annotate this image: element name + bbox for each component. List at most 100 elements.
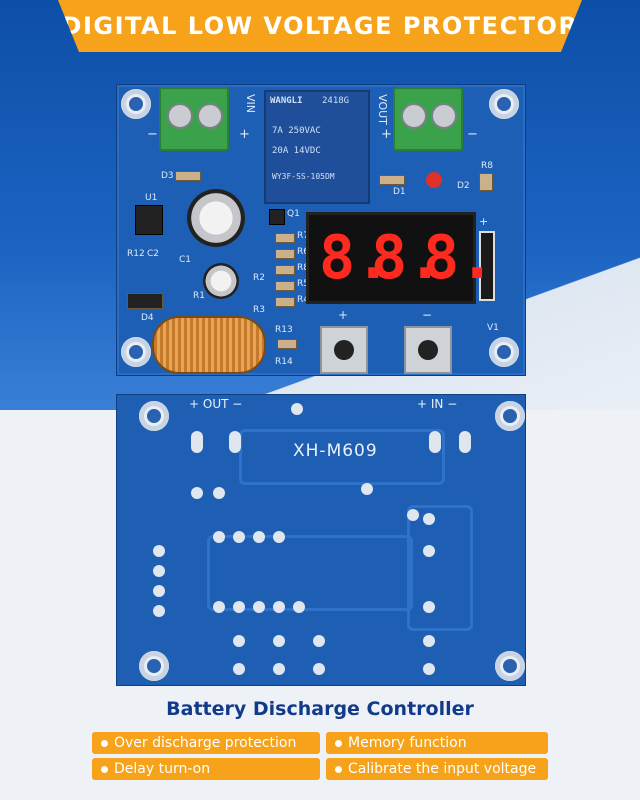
- bullet-icon: [101, 765, 108, 773]
- solder-pad: [253, 531, 265, 543]
- diode-d3: [175, 171, 201, 181]
- solder-pad: [273, 531, 285, 543]
- bullet-icon: [335, 765, 342, 773]
- solder-pad: [313, 663, 325, 675]
- out-label: + OUT −: [189, 397, 243, 411]
- diode-d4: [127, 293, 163, 309]
- mount-hole: [495, 651, 525, 681]
- seven-segment-display: 8. 8. 8.: [306, 212, 496, 304]
- relay-rating-1: 7A 250VAC: [272, 126, 321, 136]
- screw-icon: [167, 103, 193, 129]
- label-r8-right: R8: [481, 161, 493, 171]
- solder-pad: [423, 663, 435, 675]
- plus-button: [320, 326, 368, 374]
- solder-pad: [233, 635, 245, 647]
- solder-pad: [273, 601, 285, 613]
- display-digit: 8.: [371, 223, 444, 293]
- resistor: [277, 339, 297, 349]
- solder-pad: [313, 635, 325, 647]
- label-d4: D4: [141, 313, 154, 323]
- chip-u1: [135, 205, 163, 235]
- solder-pad: [293, 601, 305, 613]
- feature-badge: Calibrate the input voltage: [326, 758, 548, 780]
- trace: [239, 429, 445, 485]
- solder-pad: [423, 601, 435, 613]
- capacitor-small: [203, 263, 239, 299]
- mount-hole: [121, 89, 151, 119]
- relay-model: WY3F-SS-105DM: [272, 172, 335, 181]
- solder-pad: [273, 663, 285, 675]
- solder-pad: [153, 585, 165, 597]
- trace: [207, 535, 413, 611]
- label-c2: C2: [147, 249, 160, 259]
- solder-pad: [407, 509, 419, 521]
- solder-pad: [233, 531, 245, 543]
- solder-pad: [233, 663, 245, 675]
- label-r8: R8: [297, 263, 309, 273]
- feature-text: Over discharge protection: [114, 735, 297, 751]
- label-u1: U1: [145, 193, 158, 203]
- mount-hole: [495, 401, 525, 431]
- resistor: [479, 173, 493, 191]
- vin-label: VIN: [244, 94, 257, 113]
- resistor: [275, 265, 295, 275]
- label-q1: Q1: [287, 209, 300, 219]
- mount-hole: [489, 337, 519, 367]
- display-digit: 8.: [319, 223, 392, 293]
- solder-pad: [213, 531, 225, 543]
- label-r5: R5: [297, 279, 309, 289]
- relay-brand: WANGLI: [270, 96, 303, 106]
- solder-pad: [423, 545, 435, 557]
- solder-pad: [429, 431, 441, 453]
- mount-hole: [489, 89, 519, 119]
- mount-hole: [139, 651, 169, 681]
- solder-pad: [273, 635, 285, 647]
- screw-icon: [431, 103, 457, 129]
- in-label: + IN −: [417, 397, 458, 411]
- solder-pad: [213, 601, 225, 613]
- feature-text: Delay turn-on: [114, 761, 211, 777]
- plus-mark: +: [479, 215, 489, 228]
- inductor-coil: [152, 316, 266, 374]
- relay-code: 2418G: [322, 96, 350, 106]
- model-label: XH-M609: [293, 441, 378, 461]
- minus-mark: −: [467, 127, 478, 142]
- solder-pad: [213, 487, 225, 499]
- minus-mark: −: [147, 127, 158, 142]
- minus-button: [404, 326, 452, 374]
- solder-pad: [229, 431, 241, 453]
- banner-title: DIGITAL LOW VOLTAGE PROTECTOR: [61, 12, 579, 40]
- label-r4: R4: [297, 295, 309, 305]
- section-heading: Battery Discharge Controller: [166, 698, 474, 720]
- diode-d1: [379, 175, 405, 185]
- screw-icon: [197, 103, 223, 129]
- display-digit: 8.: [423, 223, 496, 293]
- label-d1: D1: [393, 187, 406, 197]
- feature-badge: Delay turn-on: [92, 758, 320, 780]
- title-banner: DIGITAL LOW VOLTAGE PROTECTOR: [58, 0, 582, 52]
- solder-pad: [253, 601, 265, 613]
- trace: [407, 505, 473, 631]
- label-r13: R13: [275, 325, 293, 335]
- mount-hole: [139, 401, 169, 431]
- solder-pad: [153, 565, 165, 577]
- label-r3: R3: [253, 305, 265, 315]
- feature-text: Calibrate the input voltage: [348, 761, 537, 777]
- vout-terminal-block: [393, 87, 463, 151]
- plus-mark: +: [338, 308, 349, 322]
- resistor: [275, 249, 295, 259]
- label-r12: R12: [127, 249, 145, 259]
- bullet-icon: [335, 739, 342, 747]
- solder-pad: [191, 431, 203, 453]
- label-r2: R2: [253, 273, 265, 283]
- plus-mark: +: [381, 127, 392, 142]
- led-indicator: [426, 172, 442, 188]
- label-r7: R7: [297, 231, 309, 241]
- label-d2: D2: [457, 181, 470, 191]
- vin-terminal-block: [159, 87, 229, 151]
- resistor: [275, 297, 295, 307]
- solder-pad: [423, 635, 435, 647]
- resistor: [275, 281, 295, 291]
- label-c1: C1: [179, 255, 192, 265]
- solder-pad: [291, 403, 303, 415]
